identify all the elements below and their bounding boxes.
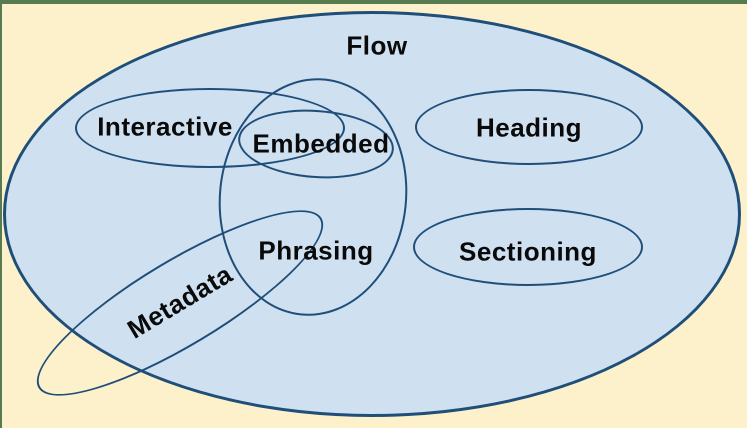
heading-set-ellipse bbox=[415, 89, 643, 165]
heading-set-label: Heading bbox=[475, 112, 583, 143]
flow-set-label: Flow bbox=[346, 30, 408, 61]
sectioning-set-ellipse bbox=[413, 208, 643, 286]
flow-set-ellipse bbox=[3, 11, 741, 417]
sectioning-set-label: Sectioning bbox=[459, 236, 597, 267]
interactive-set-label: Interactive bbox=[97, 111, 233, 142]
phrasing-set-label: Phrasing bbox=[258, 235, 374, 266]
interactive-set-ellipse bbox=[75, 88, 345, 168]
embedded-set-label: Embedded bbox=[252, 128, 390, 159]
